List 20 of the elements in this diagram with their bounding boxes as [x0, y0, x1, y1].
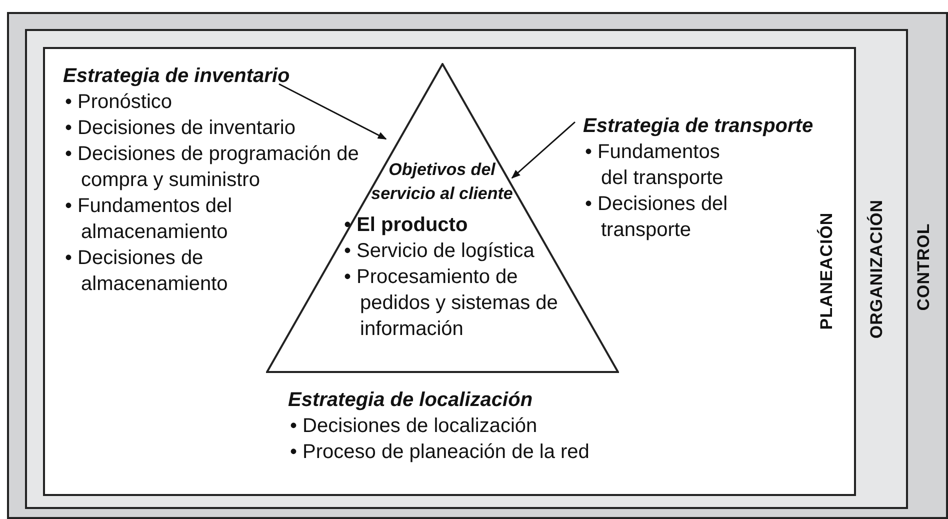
- arrow: [511, 121, 576, 179]
- list-item: • Fundamentos del almacenamiento: [65, 194, 234, 245]
- list-item: • Pronóstico: [65, 90, 174, 115]
- heading: Estrategia de inventario: [63, 64, 291, 89]
- list-item: • Servicio de logística: [344, 239, 536, 264]
- list-item: • Proceso de planeación de la red: [290, 440, 590, 465]
- vertical-label: ORGANIZACIÓN: [867, 199, 887, 339]
- vertical-label: CONTROL: [914, 223, 934, 311]
- vertical-label: PLANEACIÓN: [817, 212, 837, 330]
- list-item: • Decisiones del transporte: [585, 192, 729, 243]
- heading: Objetivos del servicio al cliente: [370, 159, 514, 205]
- list-item: • Decisiones de localización: [290, 414, 538, 439]
- list-item: • Fundamentos del transporte: [585, 140, 724, 191]
- arrow: [278, 83, 387, 140]
- list-item: • Procesamiento de pedidos y sistemas de información: [344, 265, 559, 342]
- list-item: • Decisiones de almacenamiento: [65, 246, 229, 297]
- list-item: • El producto: [344, 213, 469, 238]
- heading: Estrategia de transporte: [583, 114, 813, 139]
- list-item: • Decisiones de inventario: [65, 116, 296, 141]
- heading: Estrategia de localización: [288, 388, 534, 413]
